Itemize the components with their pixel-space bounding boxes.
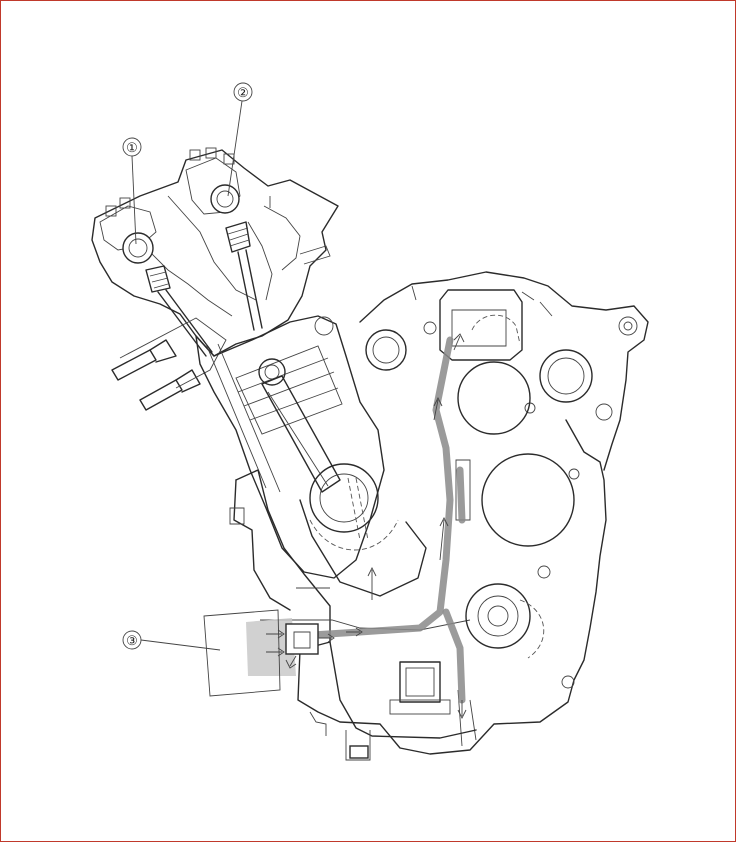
- connecting-rod: [261, 375, 341, 493]
- crankcase: [229, 419, 607, 755]
- callout-1: ①: [122, 137, 142, 245]
- oil-passages: [246, 336, 466, 704]
- callout-2: ②: [227, 82, 253, 197]
- oil-flow-arrows: [266, 333, 467, 720]
- intake-port-studs: [111, 317, 227, 411]
- transmission-housing: [359, 271, 649, 689]
- callout-2-label: ②: [237, 85, 249, 100]
- cylinder-head: [91, 147, 339, 357]
- valve-train: [145, 221, 263, 357]
- callout-3-label: ③: [126, 633, 138, 648]
- callout-1-label: ①: [126, 140, 138, 155]
- callout-3: ③: [122, 609, 281, 697]
- exhaust-camshaft: [210, 184, 240, 214]
- cylinder-block: [195, 315, 385, 579]
- oil-filter-box: [389, 661, 451, 715]
- crankshaft-big-end: [299, 463, 427, 597]
- intake-camshaft: [122, 232, 154, 264]
- oil-pan: [329, 641, 477, 761]
